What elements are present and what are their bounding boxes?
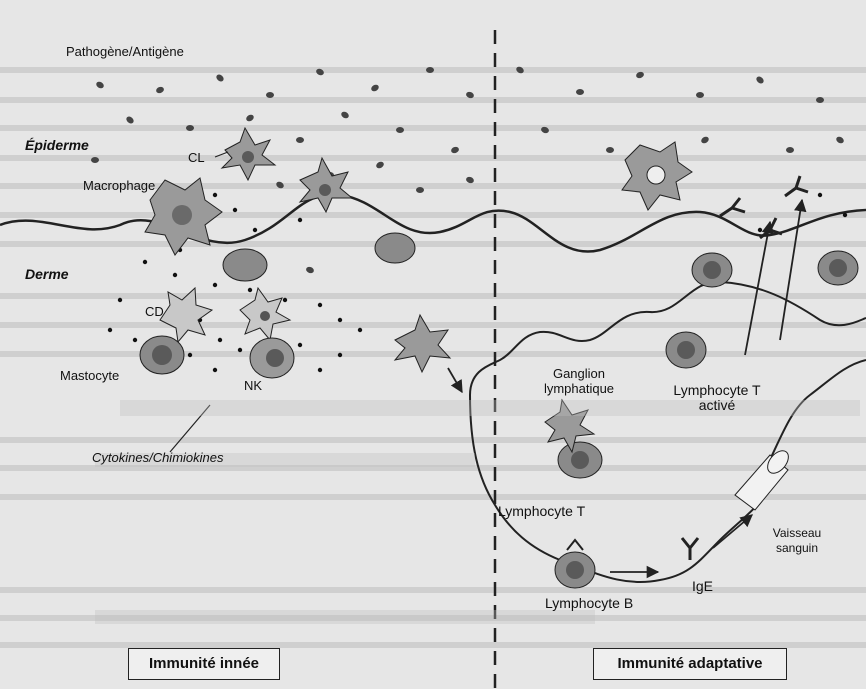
epidermis-label: Épiderme (25, 137, 89, 153)
cytokine-dots (108, 193, 847, 372)
dermal-cell (223, 249, 267, 281)
cytokines-label: Cytokines/Chimiokines (92, 450, 224, 465)
cd-label: CD (145, 304, 164, 319)
nk-label: NK (244, 378, 262, 393)
mastocyte-cell (140, 336, 184, 374)
blood-vessel (735, 447, 792, 510)
nk-cell (250, 338, 294, 378)
cl-label: CL (188, 150, 205, 165)
lymphocyte-t-activated-cell (666, 332, 706, 368)
pathogen-label: Pathogène/Antigène (66, 44, 184, 59)
dermal-cell (375, 233, 415, 263)
background-texture (0, 70, 866, 645)
lymphocyte-b-cell (555, 540, 595, 588)
mastocyte-label: Mastocyte (60, 368, 119, 383)
lymphocyte-t-activated-cell (818, 251, 858, 285)
epidermis-cell-adaptive (622, 142, 692, 210)
lymphocyte-t-label: Lymphocyte T (498, 503, 585, 519)
lymphocyte-t-active-label: Lymphocyte T activé (662, 383, 772, 413)
langerhans-cell (222, 128, 275, 180)
innate-immunity-box: Immunité innée (128, 648, 280, 680)
dermis-label: Derme (25, 266, 69, 282)
blood-vessel-label: Vaisseau sanguin (762, 526, 832, 556)
lymph-node-label: Ganglion lymphatique (534, 366, 624, 396)
macrophage-label: Macrophage (83, 178, 155, 193)
lymphocyte-t-activated-cell (692, 253, 732, 287)
lymphocyte-b-label: Lymphocyte B (545, 595, 633, 611)
lymphocyte-t-cell (558, 442, 602, 478)
ige-label: IgE (692, 578, 713, 594)
adaptive-immunity-box: Immunité adaptative (593, 648, 787, 680)
